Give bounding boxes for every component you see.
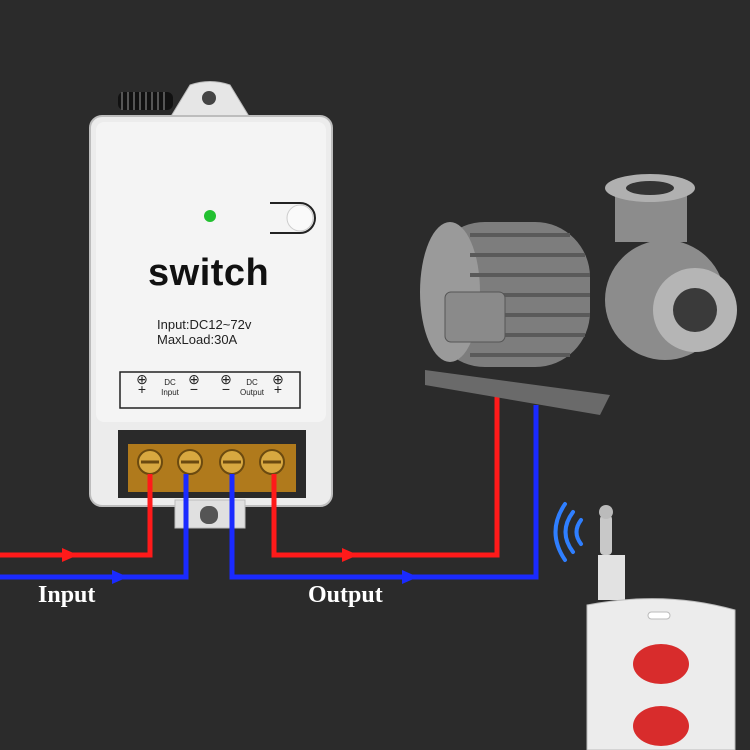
remote-control-icon[interactable] [586, 505, 736, 750]
terminal-symbol-3: ⊕− [220, 371, 232, 397]
arrow-output-negative [402, 570, 418, 584]
arrow-output-positive [342, 548, 358, 562]
spec-max-load: MaxLoad:30A [157, 332, 238, 347]
device-title: switch [148, 252, 270, 294]
spec-input: Input:DC12~72v [157, 317, 252, 332]
output-negative-wire [229, 405, 539, 580]
water-pump-icon [420, 174, 737, 415]
led-indicator-icon [204, 210, 216, 222]
flow-arrows [62, 548, 418, 584]
terminal-symbol-1: ⊕+ [136, 371, 148, 397]
button-icon[interactable] [270, 202, 316, 234]
antenna-coil-icon [118, 92, 173, 110]
wifi-signal-icon [553, 502, 583, 562]
input-negative-wire [0, 474, 189, 580]
input-label: Input [38, 582, 96, 608]
device-specs: Input:DC12~72v MaxLoad:30A [157, 317, 251, 347]
remote-button-top[interactable] [633, 644, 689, 684]
arrow-input-positive [62, 548, 78, 562]
terminal-label-box [119, 371, 301, 409]
input-positive-wire [0, 474, 153, 558]
terminal-symbol-2: ⊕− [188, 371, 200, 397]
terminal-symbol-4: ⊕+ [272, 371, 284, 397]
remote-button-bottom[interactable] [633, 706, 689, 746]
output-label: Output [308, 582, 383, 608]
arrow-input-negative [112, 570, 128, 584]
terminal-screw-icon [137, 449, 285, 475]
wires [0, 392, 539, 580]
output-positive-wire [271, 392, 500, 558]
